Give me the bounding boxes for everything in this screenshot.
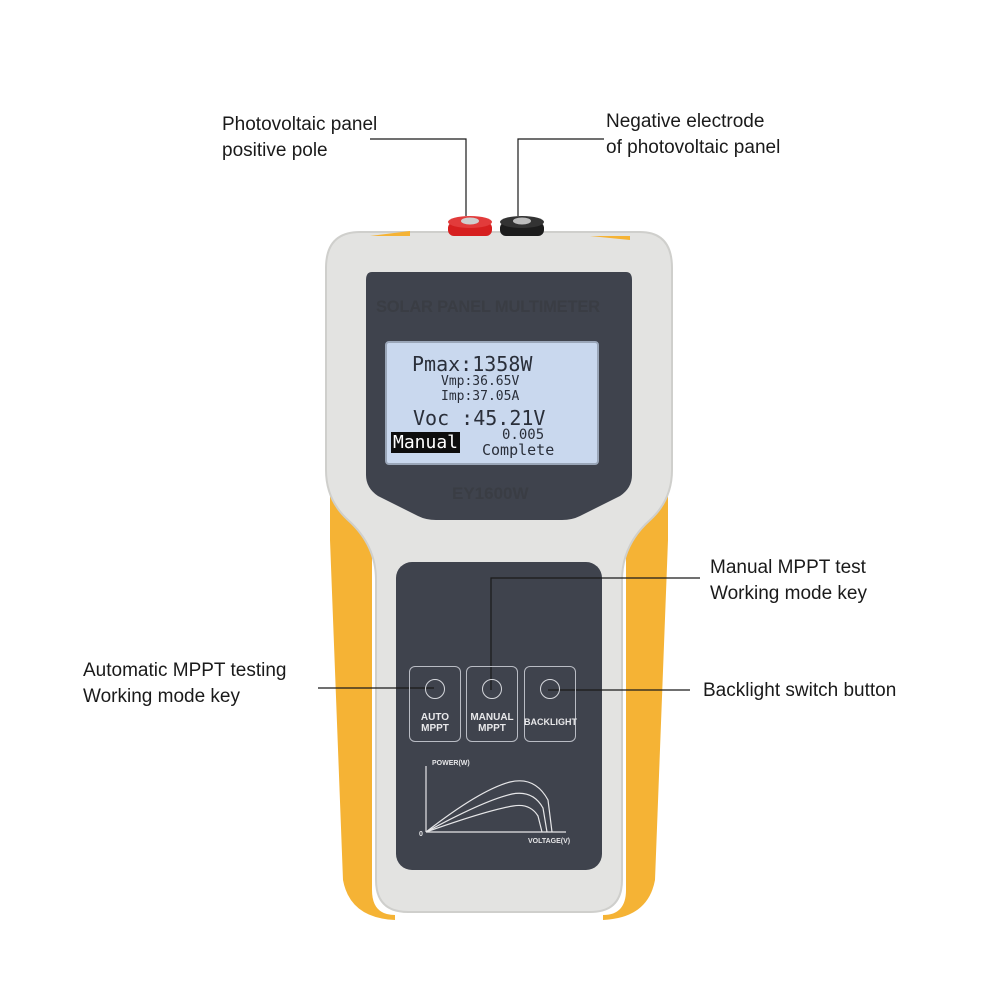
graph-y-label: POWER(W) <box>432 760 470 767</box>
device-model: EY1600W <box>452 484 529 503</box>
right-grip <box>603 470 668 920</box>
backlight-button-dot <box>540 679 560 699</box>
manual-key-label-line2: MPPT <box>478 723 506 734</box>
manual-key-label-line1: MANUAL <box>470 712 514 723</box>
callout-auto-line1: Automatic MPPT testing <box>83 660 287 681</box>
auto-mppt-key-label: AUTO MPPT <box>409 712 461 734</box>
negative-terminal <box>500 216 544 236</box>
callout-manual-line1: Manual MPPT test <box>710 557 866 578</box>
backlight-key-label: BACKLIGHT <box>524 717 577 728</box>
callout-manual-line2: Working mode key <box>710 583 867 604</box>
lcd-mode: Manual <box>391 432 461 453</box>
left-grip <box>330 470 395 920</box>
keypad-panel <box>396 562 602 870</box>
graph-origin: 0 <box>419 831 423 838</box>
manual-mppt-button-dot <box>482 679 502 699</box>
graph-x-label: VOLTAGE(V) <box>528 838 571 845</box>
callout-manual-key: Manual MPPT test Working mode key <box>710 555 867 607</box>
auto-mppt-key[interactable] <box>409 666 461 742</box>
backlight-key-label-line1: BACKLIGHT <box>524 717 577 727</box>
callout-positive-line2: positive pole <box>222 140 328 161</box>
auto-key-label-line1: AUTO <box>420 712 450 723</box>
lcd-value: 0.005 <box>502 427 545 443</box>
device-title: SOLAR PANEL MULTIMETER <box>376 298 600 316</box>
callout-auto-key: Automatic MPPT testing Working mode key <box>83 658 286 710</box>
auto-key-label-line2: MPPT <box>421 723 449 734</box>
callout-positive-line1: Photovoltaic panel <box>222 114 378 135</box>
lcd-voc: Voc :45.21V <box>413 406 546 430</box>
callout-positive-pole: Photovoltaic panel positive pole <box>222 112 377 164</box>
pv-curve-graph <box>425 766 566 833</box>
backlight-key[interactable] <box>524 666 576 742</box>
lcd-status: Complete <box>482 441 555 459</box>
lcd-pmax: Pmax:1358W <box>412 352 533 376</box>
callout-negative-line1: Negative electrode <box>606 111 765 132</box>
callout-backlight-line1: Backlight switch button <box>703 680 897 701</box>
callout-backlight: Backlight switch button <box>703 678 896 704</box>
lcd-vmp: Vmp:36.65V <box>441 374 520 389</box>
callout-negative-line2: of photovoltaic panel <box>606 137 781 158</box>
lcd-imp: Imp:37.05A <box>441 389 520 404</box>
auto-mppt-button-dot <box>425 679 445 699</box>
manual-mppt-key-label: MANUAL MPPT <box>466 712 518 734</box>
callout-auto-line2: Working mode key <box>83 686 240 707</box>
manual-mppt-key[interactable] <box>466 666 518 742</box>
callout-negative-pole: Negative electrode of photovoltaic panel <box>606 109 780 161</box>
positive-terminal <box>448 216 492 236</box>
